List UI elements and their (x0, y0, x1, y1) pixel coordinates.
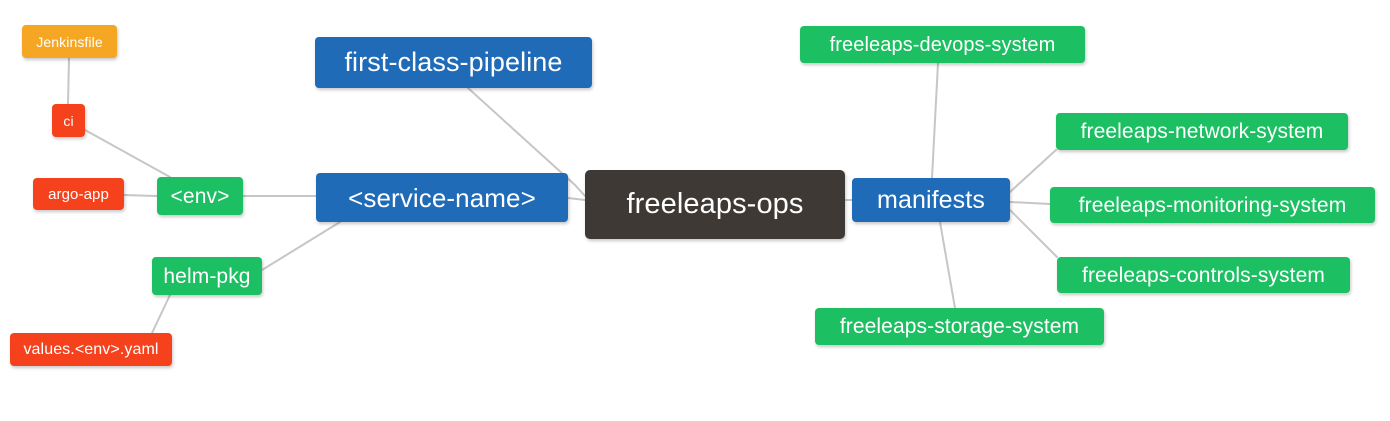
mindmap-edge (67, 57, 70, 105)
mindmap-node-freeleaps-controls-system[interactable]: freeleaps-controls-system (1057, 257, 1350, 293)
mindmap-edge (939, 221, 956, 309)
mindmap-node-helm-pkg[interactable]: helm-pkg (152, 257, 262, 295)
mindmap-edge (931, 62, 939, 179)
mindmap-edge (261, 221, 341, 271)
mindmap-node-label: ci (63, 112, 74, 129)
mindmap-node-label: argo-app (48, 185, 109, 203)
mindmap-node-label: values.<env>.yaml (23, 340, 159, 358)
mindmap-node-label: freeleaps-network-system (1080, 120, 1324, 143)
mindmap-node-label: freeleaps-ops (626, 188, 804, 220)
mindmap-node-env[interactable]: <env> (157, 177, 243, 215)
mindmap-node-label: helm-pkg (163, 264, 251, 288)
mindmap-node-service-name[interactable]: <service-name> (316, 173, 568, 222)
mindmap-node-label: first-class-pipeline (344, 47, 563, 77)
mindmap-node-values-env-yaml[interactable]: values.<env>.yaml (10, 333, 172, 366)
mindmap-edge (151, 294, 171, 334)
mindmap-node-label: <service-name> (348, 182, 536, 213)
mindmap-edge (123, 194, 158, 197)
mindmap-edge (84, 129, 171, 178)
mindmap-node-freeleaps-storage-system[interactable]: freeleaps-storage-system (815, 308, 1104, 345)
mindmap-node-freeleaps-devops-system[interactable]: freeleaps-devops-system (800, 26, 1085, 63)
mindmap-node-label: freeleaps-monitoring-system (1078, 193, 1347, 217)
mindmap-node-ci[interactable]: ci (52, 104, 85, 137)
mindmap-node-freeleaps-network-system[interactable]: freeleaps-network-system (1056, 113, 1348, 150)
mindmap-node-label: freeleaps-devops-system (829, 33, 1056, 56)
mindmap-node-first-class-pipeline[interactable]: first-class-pipeline (315, 37, 592, 88)
mindmap-node-label: manifests (877, 185, 985, 214)
mindmap-node-label: freeleaps-storage-system (839, 315, 1080, 338)
mindmap-node-freeleaps-monitoring-system[interactable]: freeleaps-monitoring-system (1050, 187, 1375, 223)
mindmap-edge (1009, 201, 1051, 205)
mindmap-node-jenkinsfile[interactable]: Jenkinsfile (22, 25, 117, 58)
mindmap-node-label: Jenkinsfile (36, 33, 103, 50)
mindmap-node-freeleaps-ops[interactable]: freeleaps-ops (585, 170, 845, 239)
mindmap-node-argo-app[interactable]: argo-app (33, 178, 124, 210)
mindmap-node-label: <env> (170, 184, 230, 208)
mindmap-edge (567, 197, 586, 201)
mindmap-node-label: freeleaps-controls-system (1082, 263, 1325, 287)
mindmap-edge (1009, 149, 1057, 193)
mindmap-node-manifests[interactable]: manifests (852, 178, 1010, 222)
